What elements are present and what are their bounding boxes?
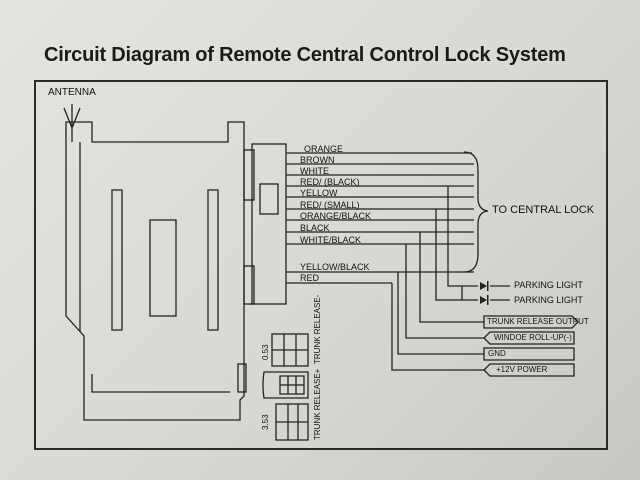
parking-light-label-1: PARKING LIGHT xyxy=(514,280,583,290)
wire-label-white: WHITE xyxy=(300,166,329,176)
diagram-frame xyxy=(34,80,608,450)
central-lock-label: TO CENTRAL LOCK xyxy=(492,204,595,216)
output-box-window xyxy=(483,331,575,345)
wire-label-orange: ORANGE xyxy=(304,144,344,154)
wire-label-yellow-black: YELLOW/BLACK xyxy=(300,262,370,272)
output-label-12v-power: +12V POWER xyxy=(496,365,548,374)
parking-light-wires xyxy=(435,186,478,301)
diagram-title: Circuit Diagram of Remote Central Contro… xyxy=(44,44,566,66)
wire-label-yellow: YELLOW xyxy=(300,188,338,198)
output-box-power xyxy=(483,363,575,377)
output-wires xyxy=(391,232,484,371)
connector-label-trunk-minus: TRUNK RELEASE- xyxy=(313,294,322,364)
wire-connector xyxy=(251,143,287,305)
connector-label-bottom-value: 3.53 xyxy=(261,414,270,430)
central-lock-brace xyxy=(463,151,489,273)
wire-label-black: BLACK xyxy=(300,223,330,233)
wire-label-red-small: RED/ (SMALL) xyxy=(300,200,360,210)
control-module xyxy=(65,121,245,421)
wire-label-brown: BROWN xyxy=(300,155,335,165)
wire-lines xyxy=(286,152,474,284)
connector-label-top-value: 0.53 xyxy=(261,344,270,360)
output-box-gnd xyxy=(483,347,575,361)
output-label-window-roll-up: WINDOE ROLL-UP(-) xyxy=(494,333,572,342)
output-box-trunk xyxy=(483,315,579,329)
wire-label-white-black: WHITE/BLACK xyxy=(300,235,362,245)
wire-label-orange-black: ORANGE/BLACK xyxy=(300,211,372,221)
connector-middle xyxy=(262,371,309,399)
diode-icons xyxy=(480,281,489,305)
output-label-trunk-release: TRUNK RELEASE OUTPUT xyxy=(487,317,589,326)
wire-label-red: RED xyxy=(300,273,320,283)
parking-light-label-2: PARKING LIGHT xyxy=(514,295,583,305)
output-label-gnd: GND xyxy=(488,349,506,358)
wire-label-red-black: RED/ (BLACK) xyxy=(300,177,360,187)
connector-label-trunk-plus: TRUNK RELEASE+ xyxy=(313,368,322,440)
antenna-label: ANTENNA xyxy=(48,87,96,98)
